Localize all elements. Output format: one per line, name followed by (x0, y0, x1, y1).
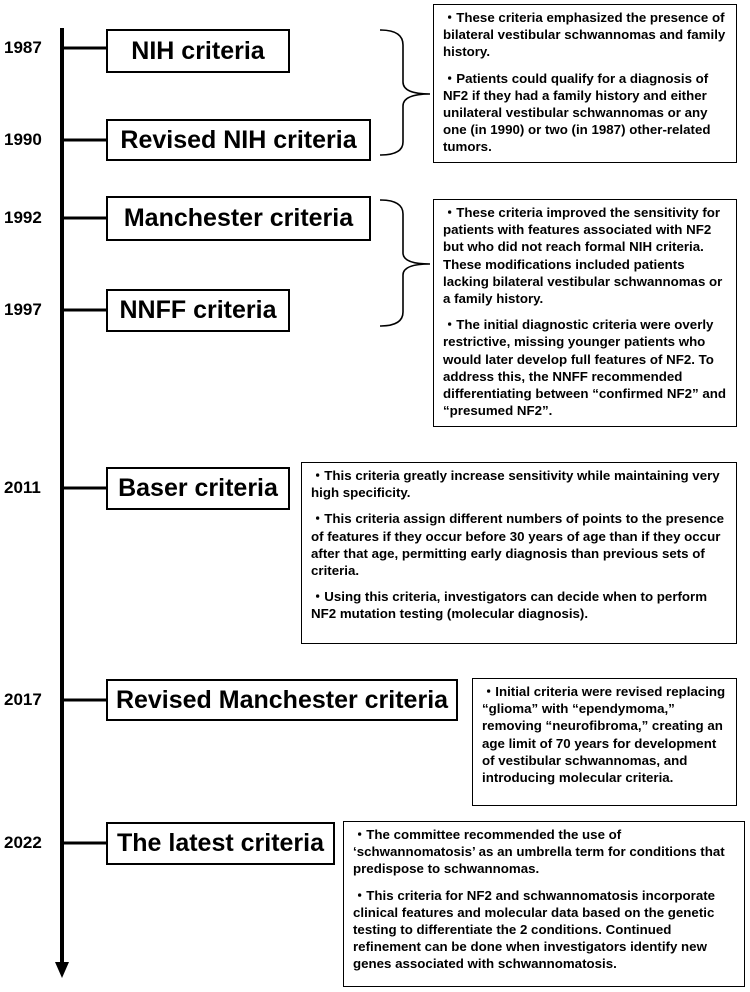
note-baser-point-2: ・This criteria assign different numbers … (311, 511, 725, 579)
criteria-box-manchester: Manchester criteria (106, 196, 371, 241)
year-2011: 2011 (4, 478, 41, 497)
brace-nih (379, 29, 431, 156)
note-latest-point-2: ・This criteria for NF2 and schwannomatos… (353, 887, 716, 972)
year-1992: 1992 (4, 208, 42, 227)
note-revised-manchester: ・Initial criteria were revised replacing… (472, 678, 737, 806)
year-2022: 2022 (4, 833, 42, 852)
criteria-box-nih: NIH criteria (106, 29, 290, 73)
note-nih-point-1: ・These criteria emphasized the presence … (443, 10, 726, 60)
criteria-box-baser: Baser criteria (106, 467, 290, 510)
criteria-box-latest: The latest criteria (106, 822, 335, 865)
note-nih: ・These criteria emphasized the presence … (433, 4, 737, 163)
note-manchester-point-1: ・These criteria improved the sensitivity… (443, 205, 723, 307)
year-1987: 1987 (4, 38, 42, 57)
criteria-box-nnff: NNFF criteria (106, 289, 290, 332)
note-manchester-nnff: ・These criteria improved the sensitivity… (433, 199, 737, 427)
criteria-box-revised-nih: Revised NIH criteria (106, 119, 371, 161)
note-latest: ・The committee recommended the use of ‘s… (343, 821, 745, 987)
year-1990: 1990 (4, 130, 42, 149)
note-revised-manchester-point-1: ・Initial criteria were revised replacing… (482, 684, 726, 786)
year-1997: 1997 (4, 300, 42, 319)
year-2017: 2017 (4, 690, 42, 709)
brace-manchester (379, 199, 431, 327)
note-baser-point-3: ・Using this criteria, investigators can … (311, 589, 708, 622)
note-nih-point-2: ・Patients could qualify for a diagnosis … (443, 70, 711, 155)
note-baser: ・This criteria greatly increase sensitiv… (301, 462, 737, 644)
timeline-arrowhead (55, 962, 69, 978)
note-latest-point-1: ・The committee recommended the use of ‘s… (353, 827, 725, 877)
note-manchester-point-2: ・The initial diagnostic criteria were ov… (443, 317, 726, 419)
note-baser-point-1: ・This criteria greatly increase sensitiv… (311, 468, 720, 501)
criteria-box-revised-manchester: Revised Manchester criteria (106, 679, 458, 721)
